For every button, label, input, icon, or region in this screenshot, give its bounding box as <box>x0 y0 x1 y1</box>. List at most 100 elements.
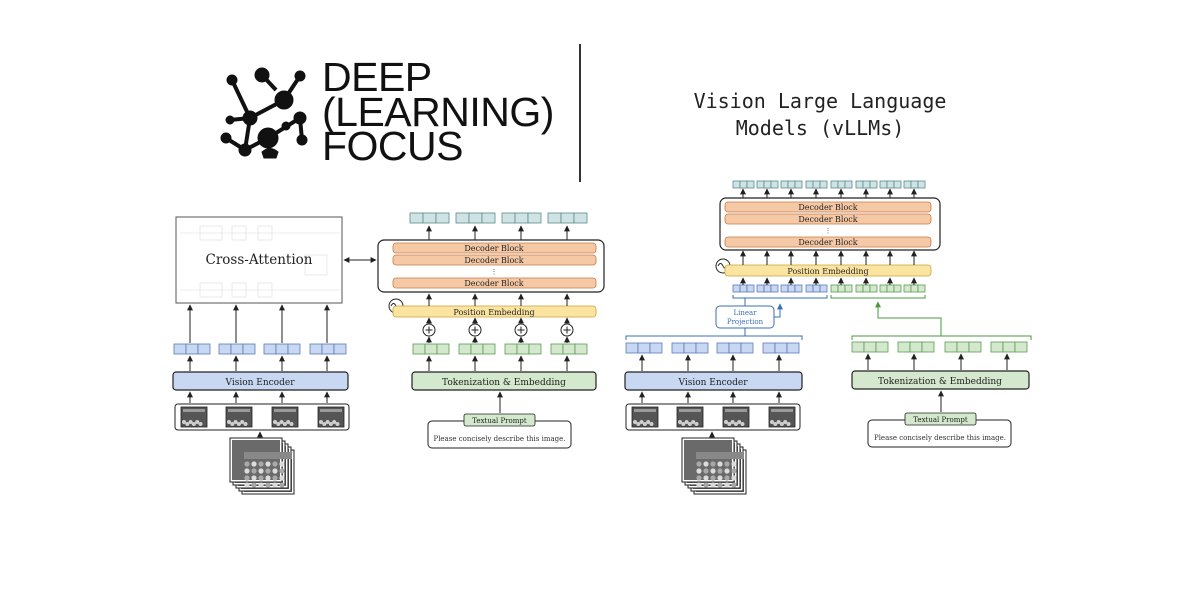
text-token <box>470 343 484 355</box>
textual-prompt-right-text: Please concisely describe this image. <box>874 434 1006 442</box>
video-frame-right-detail <box>649 422 654 426</box>
video-stack-crowd <box>251 482 257 488</box>
vision-token <box>197 343 211 355</box>
video-stack-right-crowd <box>703 475 709 481</box>
decoder-block-3 <box>392 277 597 289</box>
text-token-right <box>909 341 923 353</box>
vision-token-right-combined <box>794 284 803 293</box>
video-frame-right-detail <box>771 409 793 412</box>
video-stack-right-banner <box>696 452 744 459</box>
output-token <box>514 212 529 224</box>
video-frame-detail <box>233 420 238 424</box>
vision-token-right <box>637 342 651 354</box>
vision-token <box>230 343 244 355</box>
video-frame-detail <box>243 422 248 426</box>
output-token-right <box>893 180 902 189</box>
text-token-right <box>921 341 935 353</box>
video-stack-crowd <box>258 475 264 481</box>
video-stack-right-crowd <box>696 475 702 481</box>
output-token-right <box>855 180 864 189</box>
text-token-right-combined <box>879 284 888 293</box>
video-frame-right-detail <box>633 420 637 424</box>
video-stack-right-crowd <box>717 475 723 481</box>
video-frame-detail <box>240 420 245 424</box>
decoder-block-2-label: Decoder Block <box>464 256 523 265</box>
video-stack-crowd <box>258 468 264 474</box>
video-stack-photo <box>232 440 280 480</box>
video-stack-crowd <box>244 475 250 481</box>
decoder-block-1-label: Decoder Block <box>464 244 523 253</box>
vision-token <box>287 343 301 355</box>
linear-projection-line-2: Projection <box>727 318 764 326</box>
decoder-block-right-2 <box>724 213 932 225</box>
text-token-right <box>897 341 911 353</box>
tokenization-box <box>411 371 597 391</box>
vision-token-right-combined <box>780 284 789 293</box>
text-token-right-combined <box>862 284 871 293</box>
video-frame-detail <box>279 420 284 424</box>
video-frame-detail <box>325 420 330 424</box>
video-frame-detail <box>236 422 241 426</box>
video-stack-right-crowd <box>717 461 723 467</box>
video-stack-crowd <box>279 461 285 467</box>
textual-prompt-text: Please concisely describe this image. <box>433 435 565 443</box>
vision-token-right <box>683 342 697 354</box>
decoder-block-right-3-label: Decoder Block <box>798 238 857 247</box>
vision-token-right <box>728 342 742 354</box>
text-token <box>504 343 518 355</box>
decoder-block-2 <box>392 254 597 266</box>
linear-projection-line-1: Linear <box>733 309 757 317</box>
output-token-right <box>756 180 765 189</box>
vision-token <box>333 343 347 355</box>
text-token-right-combined <box>903 284 912 293</box>
title-line-2: Models (vLLMs) <box>735 116 905 140</box>
output-token-right <box>812 180 821 189</box>
text-token-right-combined <box>837 284 846 293</box>
vision-token <box>309 343 323 355</box>
output-token <box>573 212 588 224</box>
vision-token-right <box>740 342 754 354</box>
text-bracket <box>830 295 926 299</box>
decoder-block-right-3 <box>724 236 932 248</box>
video-stack-crowd <box>265 468 271 474</box>
video-frame-detail <box>328 422 333 426</box>
video-frame-right-detail <box>737 420 742 424</box>
video-frame-right-detail <box>694 422 699 426</box>
text-token-right-combined <box>886 284 895 293</box>
vision-encoder-label: Vision Encoder <box>224 378 295 388</box>
vision-token-right <box>716 342 730 354</box>
output-token-right <box>844 180 853 189</box>
video-stack-right-crowd <box>710 482 716 488</box>
video-frame-detail <box>182 420 186 424</box>
output-token <box>468 212 483 224</box>
output-token-right <box>862 180 871 189</box>
text-tokens-bracket <box>851 335 1032 340</box>
text-token-right-combined <box>830 284 839 293</box>
output-token <box>455 212 470 224</box>
text-token <box>482 343 496 355</box>
video-frame-right-detail <box>730 420 735 424</box>
video-frame-detail <box>282 422 287 426</box>
cross-attention-box <box>175 216 343 304</box>
decoder-block-3-label: Decoder Block <box>464 279 523 288</box>
video-frame-right-detail <box>646 420 651 424</box>
textual-prompt-right-label: Textual Prompt <box>913 416 968 424</box>
text-token-right <box>944 341 958 353</box>
position-embedding-right-label: Position Embedding <box>787 267 868 276</box>
video-frame-right-detail <box>779 422 784 426</box>
video-frame-right-detail <box>783 420 788 424</box>
output-token-right <box>787 180 796 189</box>
video-frame-right-detail <box>727 422 732 426</box>
header-divider <box>579 44 581 182</box>
video-stack-crowd <box>265 461 271 467</box>
position-embedding-label: Position Embedding <box>453 308 534 317</box>
video-frame-detail <box>198 422 203 426</box>
text-token-right <box>875 341 889 353</box>
output-token-right <box>739 180 748 189</box>
video-stack-right-crowd <box>724 468 730 474</box>
tokenization-right-label: Tokenization & Embedding <box>878 377 1002 387</box>
text-token <box>412 343 426 355</box>
video-stack-right-crowd <box>710 461 716 467</box>
brand-line-3: FOCUS <box>322 123 463 169</box>
video-frame-right-detail <box>691 420 696 424</box>
